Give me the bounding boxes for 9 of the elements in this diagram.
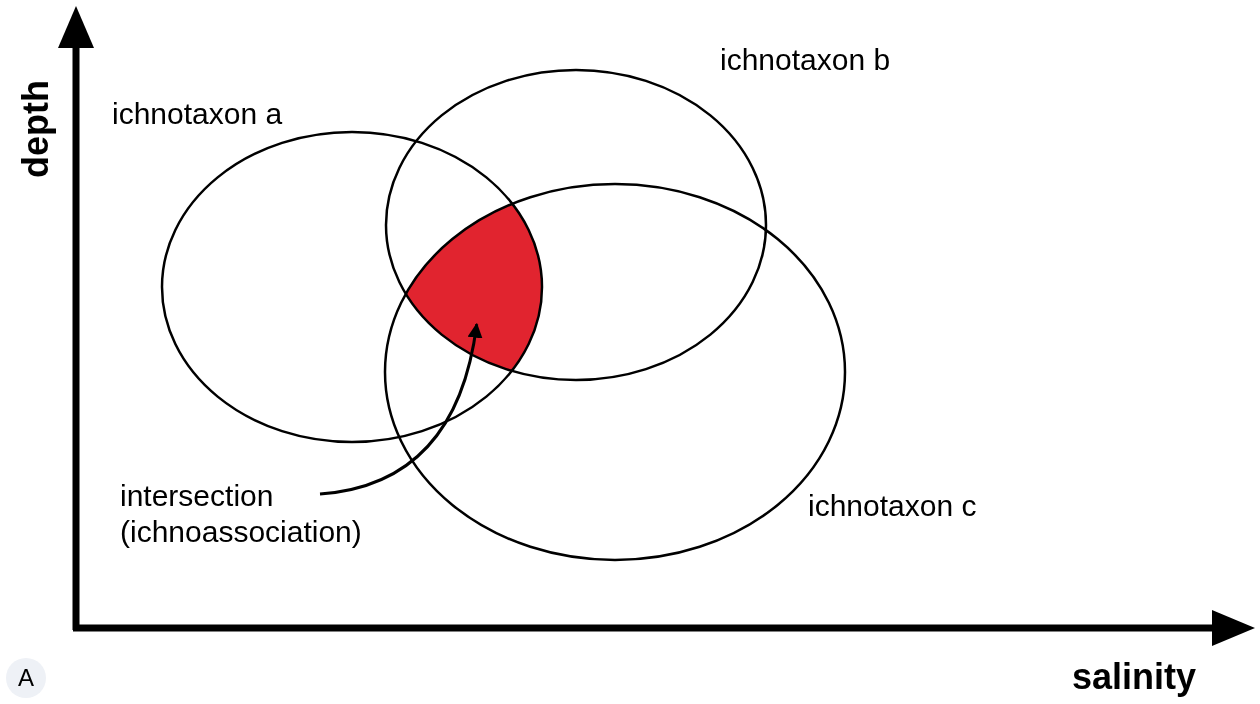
intersection-region [406,204,542,371]
ellipse-label: ichnotaxon c [808,488,977,524]
axis-title: depth [14,80,57,178]
annotation-text: intersection (ichnoassociation) [120,478,440,550]
ellipse-label: ichnotaxon b [720,42,891,78]
leader-arrow [319,322,482,496]
axis-title: salinity [1072,655,1197,699]
panel-label: A [6,658,46,698]
ellipse-label: ichnotaxon a [112,96,283,132]
